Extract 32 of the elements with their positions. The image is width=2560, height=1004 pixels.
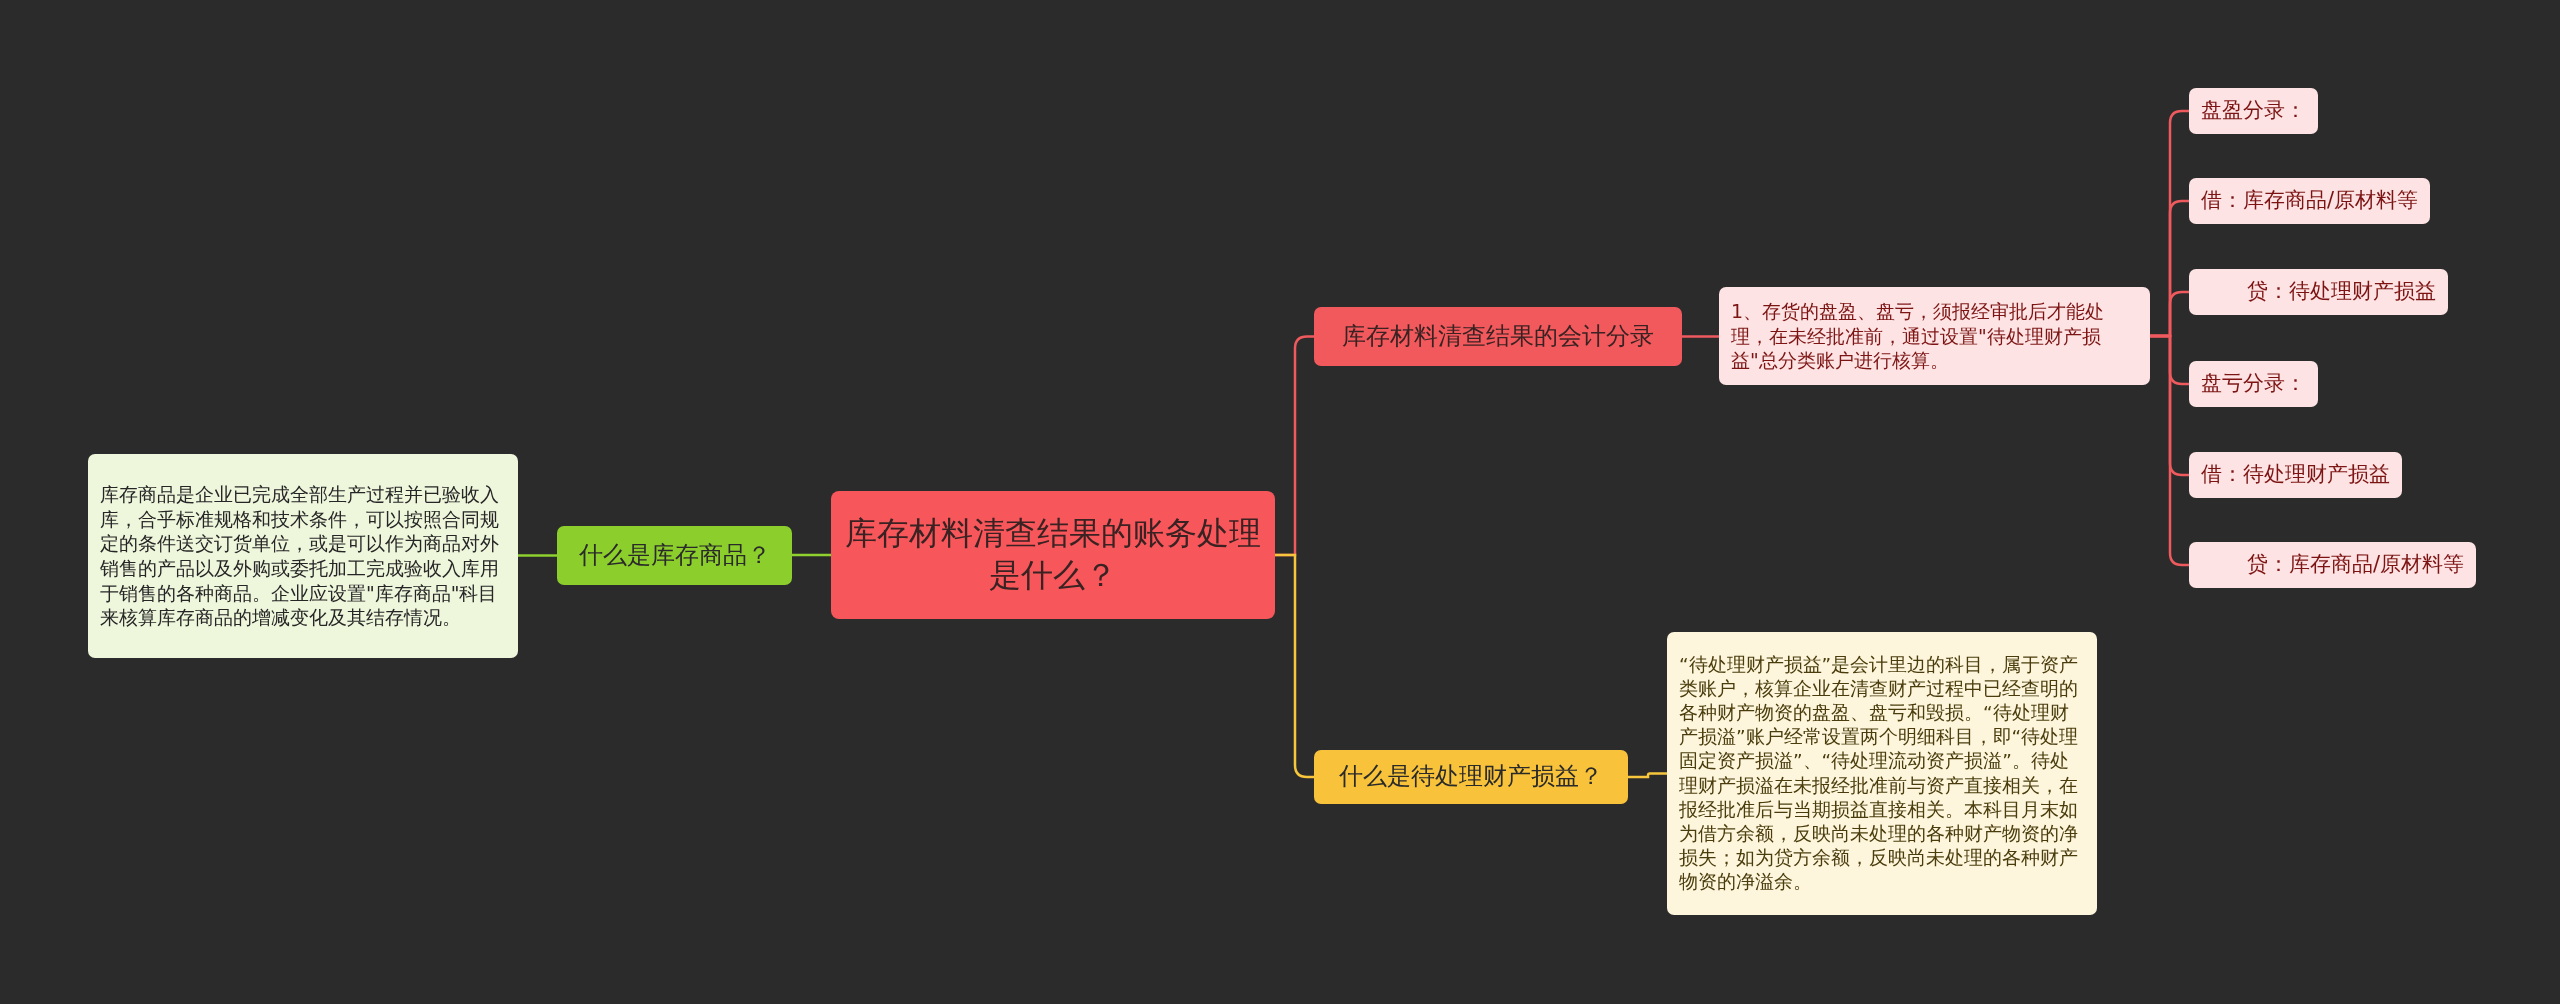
leaf-box xyxy=(2189,178,2431,224)
node-text: 什么是待处理财产损益？ xyxy=(1339,761,1603,793)
node-text: 贷：库存商品/原材料等 xyxy=(2247,551,2465,579)
node-text: 盘亏分录： xyxy=(2201,370,2306,398)
node-text: 贷：待处理财产损益 xyxy=(2247,278,2436,306)
node-text: 库存材料清查结果的账务处理是什么？ xyxy=(844,513,1262,596)
connector-line xyxy=(1275,553,1314,779)
topic-box xyxy=(1314,307,1682,366)
topic-box xyxy=(1314,750,1628,804)
connector-line xyxy=(792,553,831,557)
node-text: 库存材料清查结果的会计分录 xyxy=(1342,320,1654,352)
node-text: 借：待处理财产损益 xyxy=(2201,461,2390,489)
leaf-box xyxy=(2189,542,2477,588)
node-text: 库存商品是企业已完成全部生产过程并已验收入库，合乎标准规格和技术条件，可以按照合同规定的条件送交订货单位，或是可以作为商品对外销售的产品以及外购或委托加工完成验收入库用于销售的各种商品。企业应设置"库存商品"科目来核算库存商品的增减变化及其结存情况。 xyxy=(100,481,500,631)
connector-line xyxy=(1628,772,1667,779)
node-text: 1、存货的盘盈、盘亏，须报经审批后才能处理，在未经批准前，通过设置"待处理财产损益"总分类账户进行核算。 xyxy=(1731,298,2106,374)
node-text: “待处理财产损益”是会计里边的科目，属于资产类账户，核算企业在清查财产过程中已经查明的各种财产物资的盘盈、盘亏和毁损。“待处理财产损溢”账户经常设置两个明细科目，即“待处理固定资产损溢”、“待处理流动资产损溢”。待处理财产损溢在未报经批准前与资产直接相关，在报经批准后与当期损益直接相关。本科目月末如为借方余额，反映尚未处理的各种财产物资的净损失；如为贷方余额，反映尚未处理的各种财产物资的净溢余。 xyxy=(1679,653,2080,894)
node-text: 借：库存商品/原材料等 xyxy=(2201,187,2419,215)
note-box xyxy=(88,454,518,658)
node-text: 什么是库存商品？ xyxy=(578,539,771,571)
leaf-box xyxy=(2189,452,2402,498)
leaf-box xyxy=(2189,361,2318,407)
connector-line xyxy=(2150,334,2189,567)
node-text: 盘盈分录： xyxy=(2201,97,2306,125)
note-box xyxy=(1719,287,2150,385)
leaf-box xyxy=(2189,269,2448,315)
connector-line xyxy=(1682,335,1719,338)
central-topic-box xyxy=(831,491,1275,619)
leaf-box xyxy=(2189,88,2318,134)
topic-box xyxy=(557,526,792,585)
connector-line xyxy=(518,554,557,557)
note-box xyxy=(1667,632,2097,915)
